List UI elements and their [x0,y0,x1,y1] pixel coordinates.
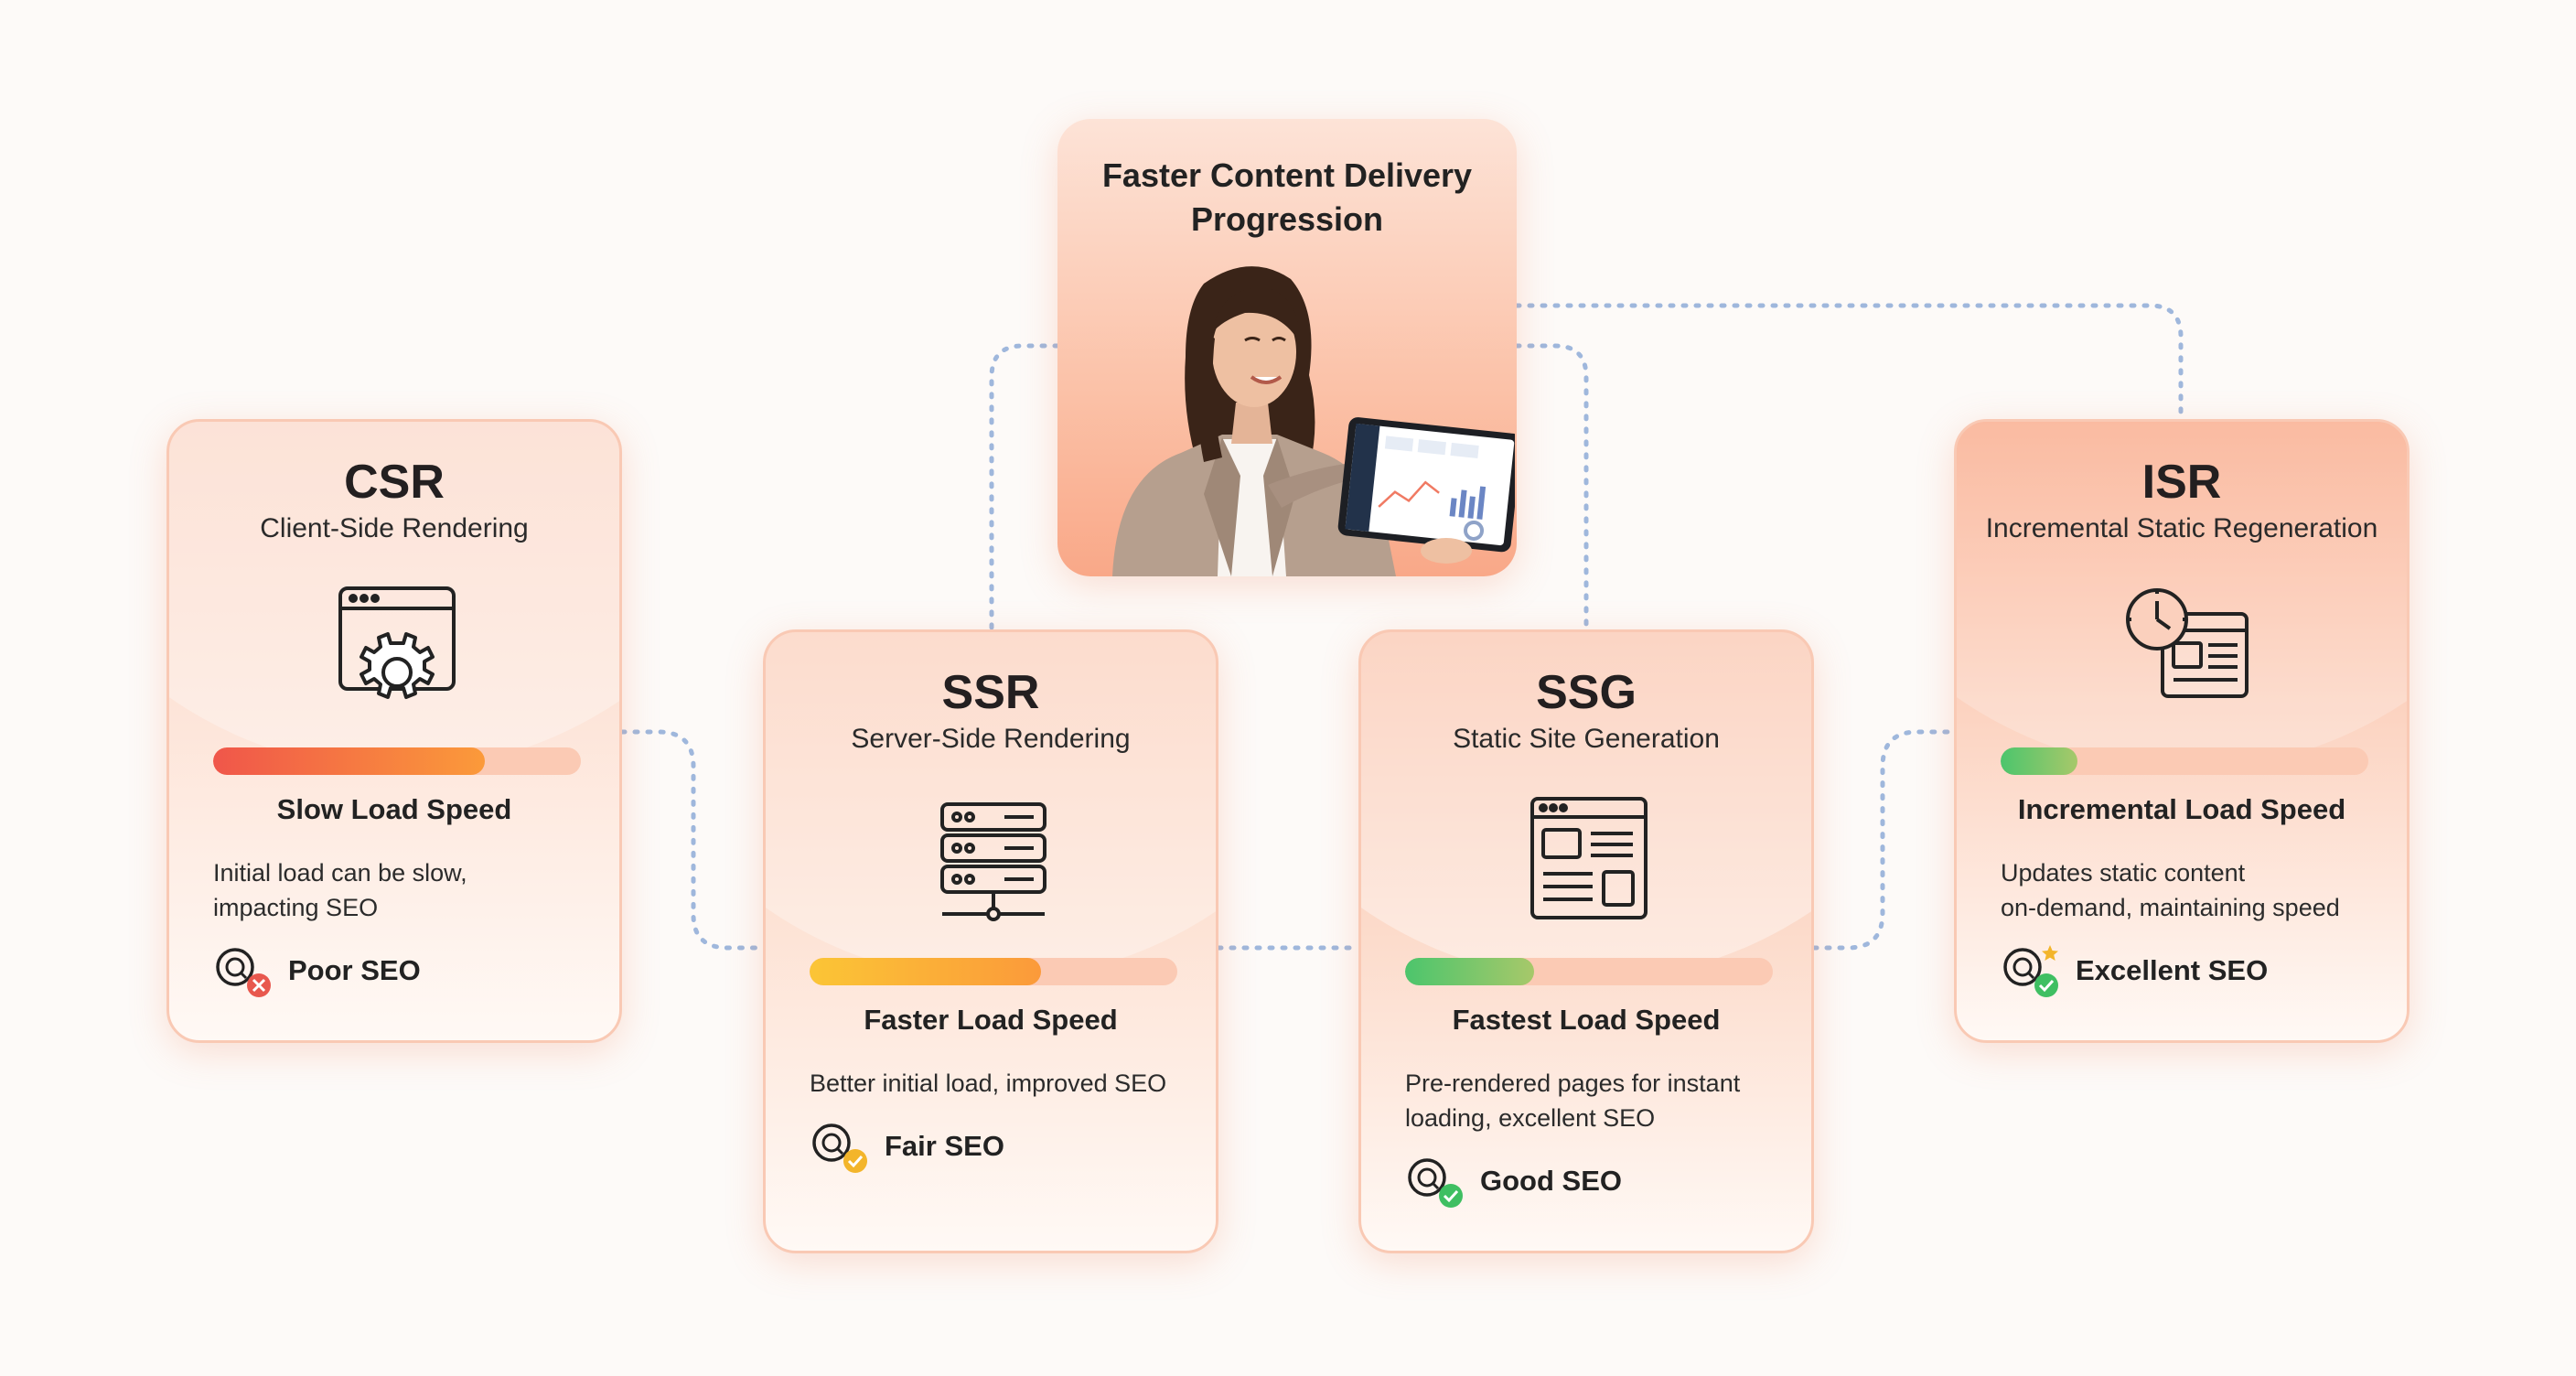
hero-card: Faster Content Delivery Progression [1057,119,1517,576]
card-isr: ISR Incremental Static Regeneration Incr… [1954,419,2410,1043]
server-stack-icon [940,802,1046,921]
connector-csr-to-ssr [619,729,766,951]
card-description: Pre-rendered pages for instant loading, … [1405,1066,1789,1135]
seo-label: Good SEO [1480,1165,1622,1197]
load-speed-bar-fill [810,958,1042,985]
static-webpage-icon [1530,797,1648,919]
load-speed-label: Faster Load Speed [864,1004,1118,1036]
load-speed-bar-fill [213,747,486,775]
seo-rating: Good SEO [1405,1152,1622,1210]
connector-hero-to-ssg [1514,343,1589,632]
seo-rating: Poor SEO [213,941,421,1000]
load-speed-label: Slow Load Speed [276,793,512,825]
hero-title-line2: Progression [1190,200,1384,238]
seo-fair-icon [812,1123,867,1173]
load-speed-bar-fill [2001,747,2078,775]
seo-rating: Excellent SEO [2001,941,2268,1000]
card-full-name: Static Site Generation [1453,724,1720,754]
hero-title: Faster Content Delivery Progression [1057,154,1517,242]
card-description: Initial load can be slow, impacting SEO [213,855,597,925]
card-description-line1: Initial load can be slow, [213,859,467,887]
load-speed-bar [810,958,1177,985]
card-csr: CSR Client-Side Rendering Slow Load Spee… [166,419,622,1043]
card-abbr: SSG [1536,666,1637,719]
card-description-line2: loading, excellent SEO [1405,1104,1656,1132]
card-description: Updates static content on-demand, mainta… [2001,855,2385,925]
load-speed-bar [2001,747,2368,775]
seo-label: Fair SEO [885,1130,1004,1162]
card-description-line2: on-demand, maintaining speed [2001,894,2340,921]
card-description-line1: Pre-rendered pages for instant [1405,1070,1741,1097]
card-abbr: ISR [2141,456,2222,509]
card-description-line1: Better initial load, improved SEO [810,1070,1167,1097]
connector-hero-to-ssr [989,343,1060,632]
card-abbr: CSR [344,456,445,509]
card-full-name: Incremental Static Regeneration [1985,513,2378,543]
connector-hero-to-isr [1514,303,2184,422]
seo-good-icon [1408,1158,1463,1208]
load-speed-label: Incremental Load Speed [2017,793,2346,825]
card-description-line1: Updates static content [2001,859,2246,887]
load-speed-bar [1405,958,1773,985]
hero-photo-illustration [1112,266,1515,576]
load-speed-bar [213,747,581,775]
card-description-line2: impacting SEO [213,894,379,921]
hero-title-line1: Faster Content Delivery [1101,156,1473,194]
card-description: Better initial load, improved SEO [810,1066,1194,1101]
seo-label: Excellent SEO [2076,954,2269,986]
card-full-name: Client-Side Rendering [260,513,529,543]
connector-ssg-to-isr [1811,729,1957,951]
card-ssg: SSG Static Site Generation Fastest Load … [1358,629,1814,1253]
card-full-name: Server-Side Rendering [851,724,1131,754]
seo-poor-icon [216,948,271,997]
card-ssr: SSR Server-Side Rendering Faster Load Sp… [763,629,1218,1253]
seo-excellent-icon [2003,945,2058,997]
clock-document-icon [2126,588,2249,698]
browser-gear-icon [338,586,456,699]
seo-rating: Fair SEO [810,1117,1004,1176]
load-speed-bar-fill [1405,958,1534,985]
load-speed-label: Fastest Load Speed [1452,1004,1721,1036]
seo-label: Poor SEO [288,954,421,986]
card-abbr: SSR [941,666,1040,719]
